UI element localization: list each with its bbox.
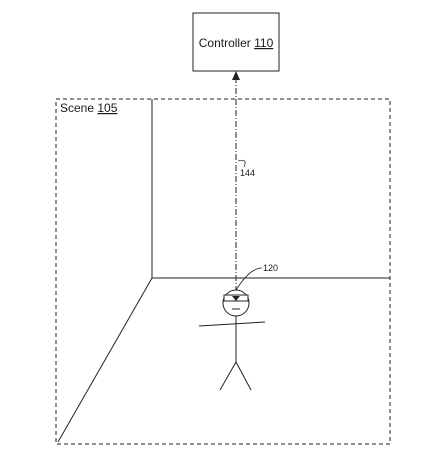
signal-ref-callout: 144	[237, 159, 255, 178]
user-right-leg	[235, 361, 252, 391]
scene-label: Scene 105	[60, 101, 118, 115]
signal-ref-label: 144	[240, 168, 255, 178]
scene-ref: 105	[97, 101, 117, 115]
controller-label: Controller 110	[199, 36, 274, 50]
arrowhead-icon	[232, 71, 240, 80]
signal-line	[232, 71, 240, 292]
headset-marker-icon	[232, 296, 240, 301]
user-head	[222, 289, 250, 317]
user-ref-label: 120	[263, 263, 278, 273]
user-left-leg	[219, 361, 237, 391]
controller-name: Controller	[199, 36, 251, 50]
controller-box: Controller 110	[192, 12, 280, 72]
room-floor-left-edge	[57, 277, 153, 443]
user-figure	[198, 289, 266, 391]
user-arms	[198, 321, 266, 327]
room-lines	[57, 99, 390, 443]
scene-frame: Scene 105	[55, 98, 391, 445]
controller-ref: 110	[254, 36, 273, 50]
scene-name: Scene	[60, 101, 94, 115]
